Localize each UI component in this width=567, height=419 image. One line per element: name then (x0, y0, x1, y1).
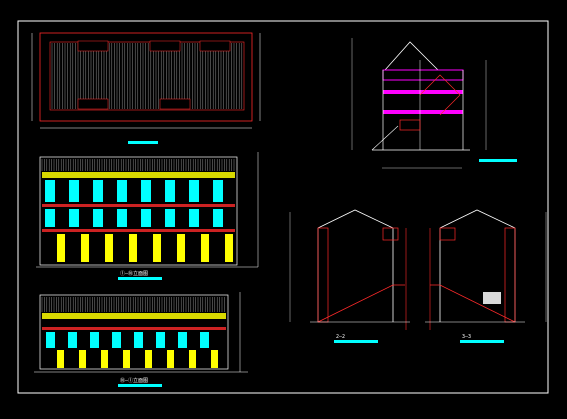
section-2-caption: 2—2 (336, 334, 346, 340)
front-elevation-view (36, 152, 259, 280)
sheet-frame (17, 20, 549, 394)
rear-elevation-view (34, 292, 248, 387)
section-3-caption: 3—3 (462, 334, 472, 340)
section-3-view (425, 209, 547, 343)
rear-elevation-caption: ⑩—①立面图 (120, 378, 149, 384)
section-2-view (289, 209, 410, 343)
front-elevation-caption: ①—⑩立面图 (120, 271, 149, 277)
section-1-view (351, 38, 517, 169)
roof-plan-view (31, 32, 261, 144)
